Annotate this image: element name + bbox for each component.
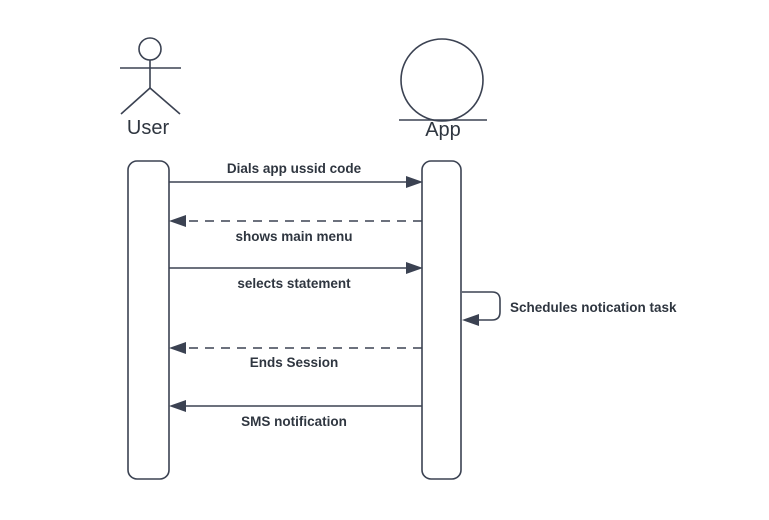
participant-label-app: App xyxy=(425,119,461,141)
arrow-head-left-icon xyxy=(462,314,479,326)
actor-left-leg-line xyxy=(120,87,151,115)
participant-label-user: User xyxy=(127,117,170,139)
activation-bar-app[interactable] xyxy=(421,160,462,480)
activation-bar-user[interactable] xyxy=(127,160,170,480)
arrow-head-left-icon xyxy=(169,215,186,227)
message-label: Dials app ussid code xyxy=(227,161,362,176)
participant-user[interactable]: User xyxy=(120,37,181,139)
participant-app[interactable]: App xyxy=(399,38,487,141)
arrow-head-left-icon xyxy=(169,342,186,354)
message-ends-session[interactable]: Ends Session xyxy=(169,342,422,370)
self-message-loop-path xyxy=(462,291,501,321)
arrow-head-right-icon xyxy=(406,262,423,274)
arrow-head-right-icon xyxy=(406,176,423,188)
message-label: Ends Session xyxy=(250,355,339,370)
actor-head-icon xyxy=(138,37,162,61)
actor-right-leg-line xyxy=(149,87,181,115)
message-dials-app-ussid-code[interactable]: Dials app ussid code xyxy=(169,161,423,188)
arrow-head-left-icon xyxy=(169,400,186,412)
message-label: shows main menu xyxy=(235,229,352,244)
message-label: SMS notification xyxy=(241,414,347,429)
message-selects-statement[interactable]: selects statement xyxy=(169,262,423,291)
self-message-schedules-notication-task[interactable]: Schedules notication task xyxy=(462,291,677,326)
message-shows-main-menu[interactable]: shows main menu xyxy=(169,215,422,244)
self-message-label: Schedules notication task xyxy=(510,300,677,315)
message-sms-notification[interactable]: SMS notification xyxy=(169,400,422,429)
participant-circle-icon xyxy=(400,38,484,122)
message-label: selects statement xyxy=(237,276,351,291)
